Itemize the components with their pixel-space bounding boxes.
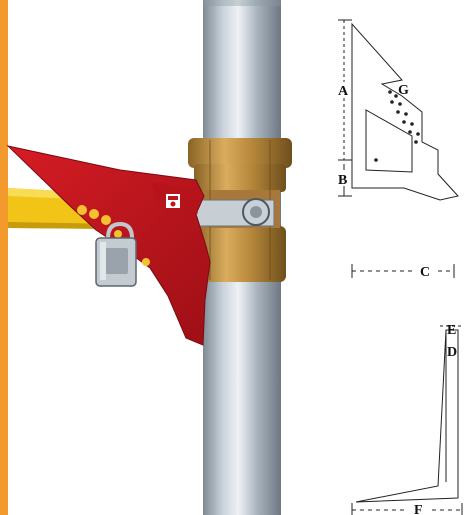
padlock (95, 221, 137, 287)
red-lockout-device (6, 145, 211, 346)
label-g: G (398, 83, 409, 98)
dimension-labels: A G B C E D F (338, 83, 457, 515)
product-photo (0, 0, 292, 515)
label-f: F (414, 503, 423, 515)
side-profile-drawing (338, 19, 459, 201)
brand-logo (166, 194, 180, 208)
label-d: D (447, 345, 457, 360)
valve-stem-nut (187, 198, 275, 227)
accent-stripe (0, 0, 8, 515)
label-b: B (338, 173, 347, 188)
label-e: E (447, 323, 456, 338)
dimension-c (351, 264, 455, 278)
label-a: A (338, 84, 349, 99)
diagram-hole-pattern (374, 90, 420, 162)
label-c: C (420, 265, 430, 280)
dimension-diagram (338, 19, 464, 515)
front-profile-drawing (351, 325, 464, 515)
